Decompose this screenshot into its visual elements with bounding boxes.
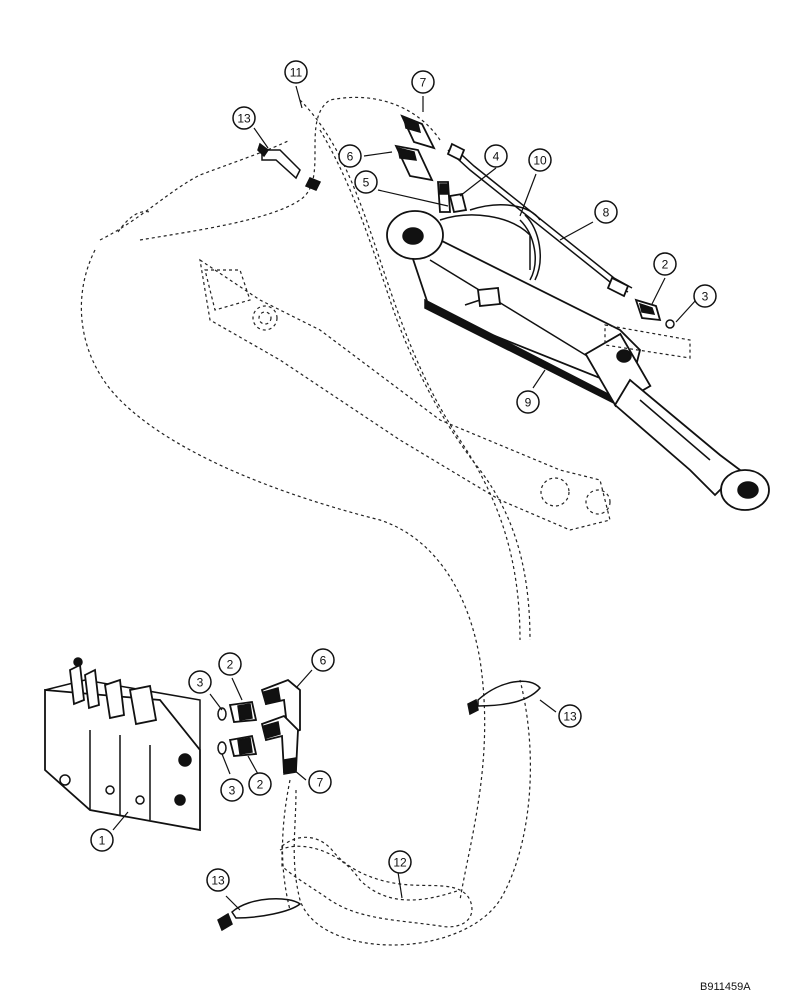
callout-circle: [218, 652, 242, 676]
callout-number: 13: [563, 710, 577, 724]
callout-circle: [354, 170, 378, 194]
callout-circle: [311, 648, 335, 672]
callout-13: 13: [206, 868, 230, 892]
callout-number: 3: [229, 784, 236, 798]
callout-13: 13: [558, 704, 582, 728]
callout-circle: [308, 770, 332, 794]
callout-circle: [388, 850, 412, 874]
callout-number: 3: [702, 290, 709, 304]
callout-circle: [338, 144, 362, 168]
callout-number: 1: [99, 834, 106, 848]
callout-circle: [90, 828, 114, 852]
callout-circle: [232, 106, 256, 130]
callout-7: 7: [308, 770, 332, 794]
boom-cylinder: [386, 204, 770, 511]
hose-clip-loose: [217, 898, 302, 932]
valve-fittings: [217, 678, 301, 775]
callout-number: 2: [662, 258, 669, 272]
callout-number: 7: [317, 776, 324, 790]
callout-circle: [248, 772, 272, 796]
callout-circle: [516, 390, 540, 414]
callout-number: 2: [227, 658, 234, 672]
callout-number: 5: [363, 176, 370, 190]
callout-circle: [188, 670, 212, 694]
callout-circle: [484, 144, 508, 168]
callout-7: 7: [411, 70, 435, 94]
callout-10: 10: [528, 148, 552, 172]
callout-circle: [411, 70, 435, 94]
callout-circle: [528, 148, 552, 172]
callout-3: 3: [220, 778, 244, 802]
callout-circle: [594, 200, 618, 224]
callout-6: 6: [338, 144, 362, 168]
callout-number: 3: [197, 676, 204, 690]
callout-11: 11: [284, 60, 308, 84]
callout-circle: [206, 868, 230, 892]
hose-clip-upper: [257, 142, 322, 191]
hose-clip-right: [467, 680, 541, 716]
callout-12: 12: [388, 850, 412, 874]
callout-number: 2: [257, 778, 264, 792]
callout-13: 13: [232, 106, 256, 130]
callout-number: 4: [493, 150, 500, 164]
control-valve: [44, 657, 201, 832]
hose-guard-sleeve: [281, 836, 473, 928]
callout-8: 8: [594, 200, 618, 224]
callout-number: 6: [320, 654, 327, 668]
callout-number: 13: [237, 112, 251, 126]
callout-9: 9: [516, 390, 540, 414]
figure-id: B911459A: [700, 981, 751, 993]
boom-outline: [80, 96, 611, 946]
callout-number: 6: [347, 150, 354, 164]
callout-number: 8: [603, 206, 610, 220]
callout-number: 12: [393, 856, 407, 870]
callout-3: 3: [188, 670, 212, 694]
callout-circle: [220, 778, 244, 802]
callout-number: 7: [420, 76, 427, 90]
callout-2: 2: [653, 252, 677, 276]
callout-1: 1: [90, 828, 114, 852]
callout-2: 2: [218, 652, 242, 676]
callout-number: 13: [211, 874, 225, 888]
callout-6: 6: [311, 648, 335, 672]
leader-lines: [112, 85, 697, 911]
callout-4: 4: [484, 144, 508, 168]
callout-number: 10: [533, 154, 547, 168]
callout-5: 5: [354, 170, 378, 194]
callout-3: 3: [693, 284, 717, 308]
callout-layer: 11 13 7 6 4 10 5 8 2 3 9 2 3 6 13 3 2 7 1 12 13: [90, 60, 717, 892]
callout-circle: [558, 704, 582, 728]
cylinder-tube-and-fittings: [394, 114, 675, 329]
callout-number: 11: [290, 66, 303, 80]
callout-circle: [693, 284, 717, 308]
callout-number: 9: [525, 396, 532, 410]
callout-2: 2: [248, 772, 272, 796]
callout-circle: [284, 60, 308, 84]
callout-circle: [653, 252, 677, 276]
